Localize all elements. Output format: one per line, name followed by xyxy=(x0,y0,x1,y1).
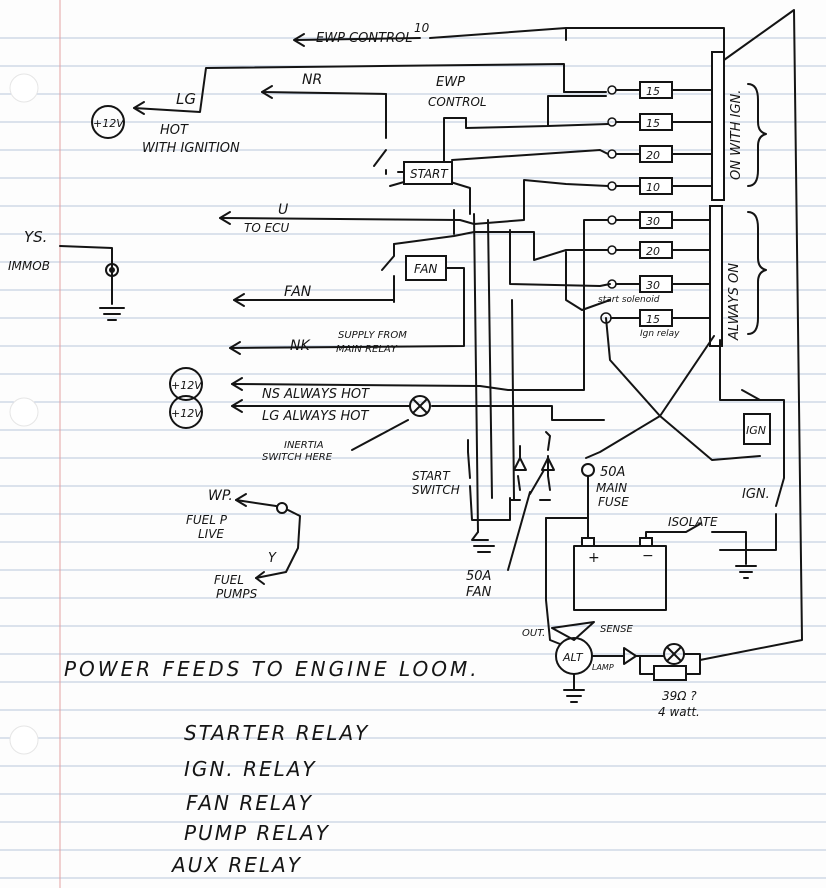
fuse-value: 30 xyxy=(646,279,660,292)
inertia-switch-symbol xyxy=(409,395,431,417)
relay-list-item: AUX RELAY xyxy=(170,853,302,877)
label-fuel-p-1: FUEL P xyxy=(186,513,228,527)
label-supply-2: MAIN RELAY xyxy=(336,344,398,355)
label-ewp-mid-1: EWP xyxy=(436,75,465,90)
components xyxy=(91,33,771,585)
plus12v-circle-3 xyxy=(169,395,203,429)
label-start-switch-1: START xyxy=(412,469,451,483)
fuse-row-ign-2 xyxy=(607,113,713,131)
fuse-row-always-1 xyxy=(607,211,711,229)
label-fan: FAN xyxy=(284,284,312,300)
fuse-row-ign-1 xyxy=(607,81,713,99)
relay-list-item: STARTER RELAY xyxy=(184,721,369,745)
fuse-row-ign-3 xyxy=(607,145,713,163)
fuse-row-ign-4 xyxy=(607,177,713,195)
fuse-value: 10 xyxy=(646,181,660,194)
label-u: U xyxy=(278,202,288,218)
ign-brace xyxy=(747,83,767,187)
fuse-value: 20 xyxy=(646,149,660,162)
fuse-value: 15 xyxy=(646,313,660,326)
fuse-value: 15 xyxy=(646,117,660,130)
label-always-on: ALWAYS ON xyxy=(727,263,742,341)
relay-list-item: PUMP RELAY xyxy=(184,821,330,845)
label-50a-main-2: MAIN xyxy=(596,481,627,495)
relay-list-item: IGN. RELAY xyxy=(184,757,317,781)
label-nr: NR xyxy=(302,72,322,88)
label-start-solenoid: start solenoid xyxy=(598,295,660,305)
label-resistor-1: 39Ω ? xyxy=(662,689,697,703)
fuse-value: 30 xyxy=(646,215,660,228)
fuse-row-always-3 xyxy=(607,275,711,293)
label-inertia-1: INERTIA xyxy=(284,440,324,451)
label-lamp: LAMP xyxy=(592,663,614,672)
label-ign-relay-note: Ign relay xyxy=(640,329,680,339)
label-supply-1: SUPPLY FROM xyxy=(338,330,407,341)
label-fuel-p-2: LIVE xyxy=(198,527,224,541)
label-resistor-2: 4 watt. xyxy=(658,705,700,719)
relay-list-item: FAN RELAY xyxy=(186,791,313,815)
power-feeds-title: POWER FEEDS TO ENGINE LOOM. xyxy=(64,657,480,681)
label-lg-always-hot: LG ALWAYS HOT xyxy=(262,409,369,424)
binder-holes xyxy=(9,73,39,755)
label-to-ecu: TO ECU xyxy=(244,221,290,235)
label-on-with-ign: ON WITH IGN. xyxy=(729,90,744,180)
fan-relay-box xyxy=(405,255,447,281)
labels: EWP CONTROL 10 LG +12V HOT WITH IGNITION… xyxy=(8,21,770,877)
label-ten-top: 10 xyxy=(414,21,430,35)
label-50a-fan-2: FAN xyxy=(466,585,492,600)
label-battery-plus: + xyxy=(588,550,600,566)
fuse-value: 15 xyxy=(646,85,660,98)
label-wp: WP. xyxy=(208,488,233,504)
fuse-value: 20 xyxy=(646,245,660,258)
label-plus12v-2: +12V xyxy=(171,379,203,392)
label-out: OUT. xyxy=(522,628,545,639)
label-plus12v-1: +12V xyxy=(93,117,125,130)
label-immob: IMMOB xyxy=(8,259,50,273)
label-ewp-mid-2: CONTROL xyxy=(428,95,487,109)
plus12v-circle-1 xyxy=(91,105,125,139)
label-ns-always-hot: NS ALWAYS HOT xyxy=(262,387,370,402)
label-hot: HOT xyxy=(160,123,189,138)
label-start-switch-2: SWITCH xyxy=(412,483,460,497)
label-isolate: ISOLATE xyxy=(668,515,718,529)
label-lg: LG xyxy=(176,90,196,108)
always-on-bus-bar xyxy=(709,205,723,347)
label-y: Y xyxy=(268,551,277,566)
label-plus12v-3: +12V xyxy=(171,407,203,420)
label-fuel-pumps-1: FUEL xyxy=(214,573,244,587)
label-ewp-control-top: EWP CONTROL xyxy=(316,31,413,46)
label-fuel-pumps-2: PUMPS xyxy=(216,587,258,601)
label-alt: ALT xyxy=(562,651,584,664)
label-ign-box: IGN xyxy=(746,424,766,437)
label-50a-main-3: FUSE xyxy=(598,495,629,509)
label-fan-relay: FAN xyxy=(414,262,437,276)
label-50a-fan-1: 50A xyxy=(466,569,491,584)
fuse-panel xyxy=(600,51,767,347)
wiring xyxy=(59,9,803,703)
label-inertia-2: SWITCH HERE xyxy=(262,452,333,463)
label-start-relay: START xyxy=(410,167,449,181)
fuse-row-always-2 xyxy=(607,241,711,259)
label-with-ignition: WITH IGNITION xyxy=(142,141,240,156)
label-nk: NK xyxy=(290,338,311,354)
label-sense: SENSE xyxy=(600,624,633,635)
ign-bus-bar xyxy=(711,51,725,201)
always-on-brace xyxy=(747,211,767,335)
plus12v-circle-2 xyxy=(169,367,203,401)
label-ign-switch: IGN. xyxy=(742,487,770,502)
label-battery-minus: − xyxy=(642,548,654,564)
label-50a-main-1: 50A xyxy=(600,465,625,480)
start-relay-box xyxy=(403,161,453,185)
ign-relay-box xyxy=(743,413,771,445)
label-ys: YS. xyxy=(24,228,47,246)
